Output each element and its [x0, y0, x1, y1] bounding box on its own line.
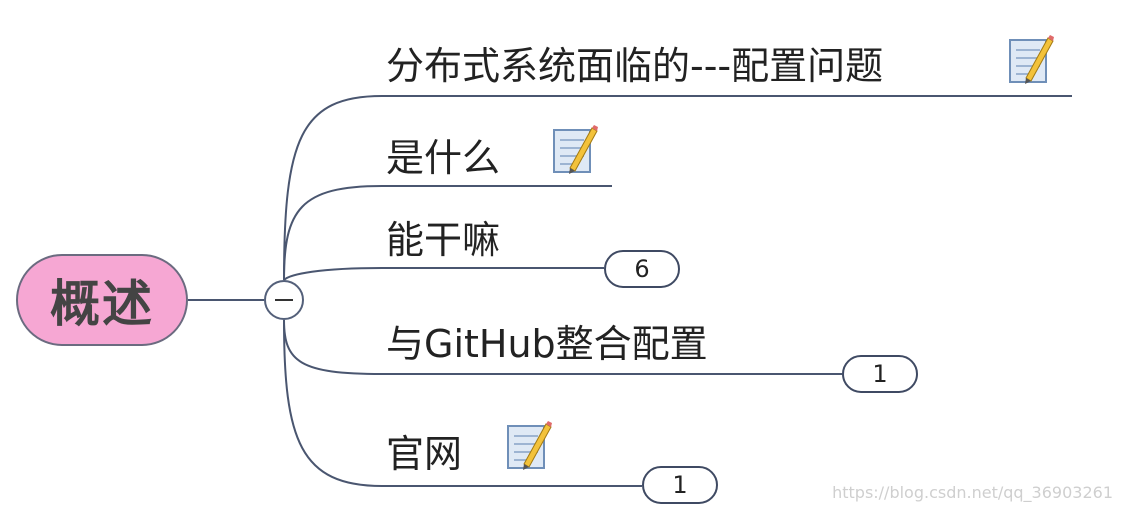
- branch-label-what-is-it[interactable]: 是什么: [386, 136, 501, 180]
- watermark-text: https://blog.csdn.net/qq_36903261: [832, 483, 1113, 502]
- collapsed-count-badge[interactable]: 1: [842, 355, 918, 393]
- central-topic-node[interactable]: 概述: [16, 254, 188, 346]
- collapse-toggle-button[interactable]: [264, 280, 304, 320]
- note-icon[interactable]: [552, 124, 598, 176]
- collapsed-count-badge[interactable]: 6: [604, 250, 680, 288]
- branch-connector-1: [283, 95, 1072, 281]
- branch-label-github-config[interactable]: 与GitHub整合配置: [386, 322, 708, 366]
- branch-label-config-problem[interactable]: 分布式系统面临的---配置问题: [386, 44, 884, 88]
- central-topic-label: 概述: [50, 275, 154, 333]
- note-icon[interactable]: [1008, 34, 1054, 86]
- collapsed-count-badge[interactable]: 1: [642, 466, 718, 504]
- branch-label-official-site[interactable]: 官网: [386, 432, 463, 476]
- branch-connector-3: [283, 267, 604, 281]
- branch-label-what-can-it-do[interactable]: 能干嘛: [386, 218, 501, 262]
- branch-connector-2: [283, 185, 612, 281]
- branch-connector-5: [283, 319, 642, 487]
- minus-icon: [275, 299, 293, 301]
- note-icon[interactable]: [506, 420, 552, 472]
